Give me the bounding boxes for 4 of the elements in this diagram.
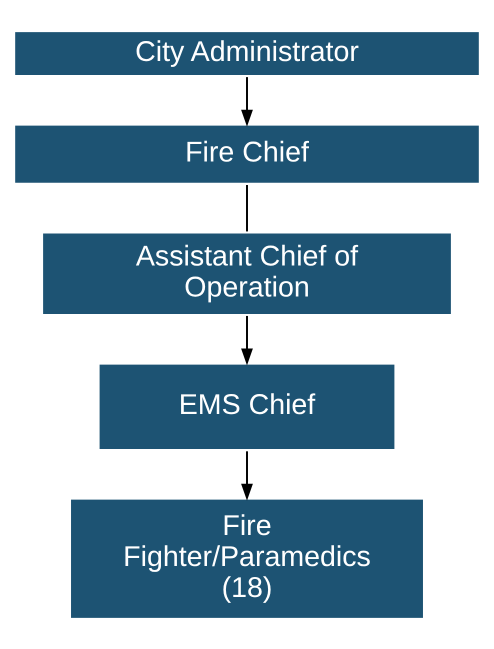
arrow [241, 315, 253, 365]
connector [246, 184, 248, 231]
arrow [241, 76, 253, 126]
arrow [241, 450, 253, 500]
